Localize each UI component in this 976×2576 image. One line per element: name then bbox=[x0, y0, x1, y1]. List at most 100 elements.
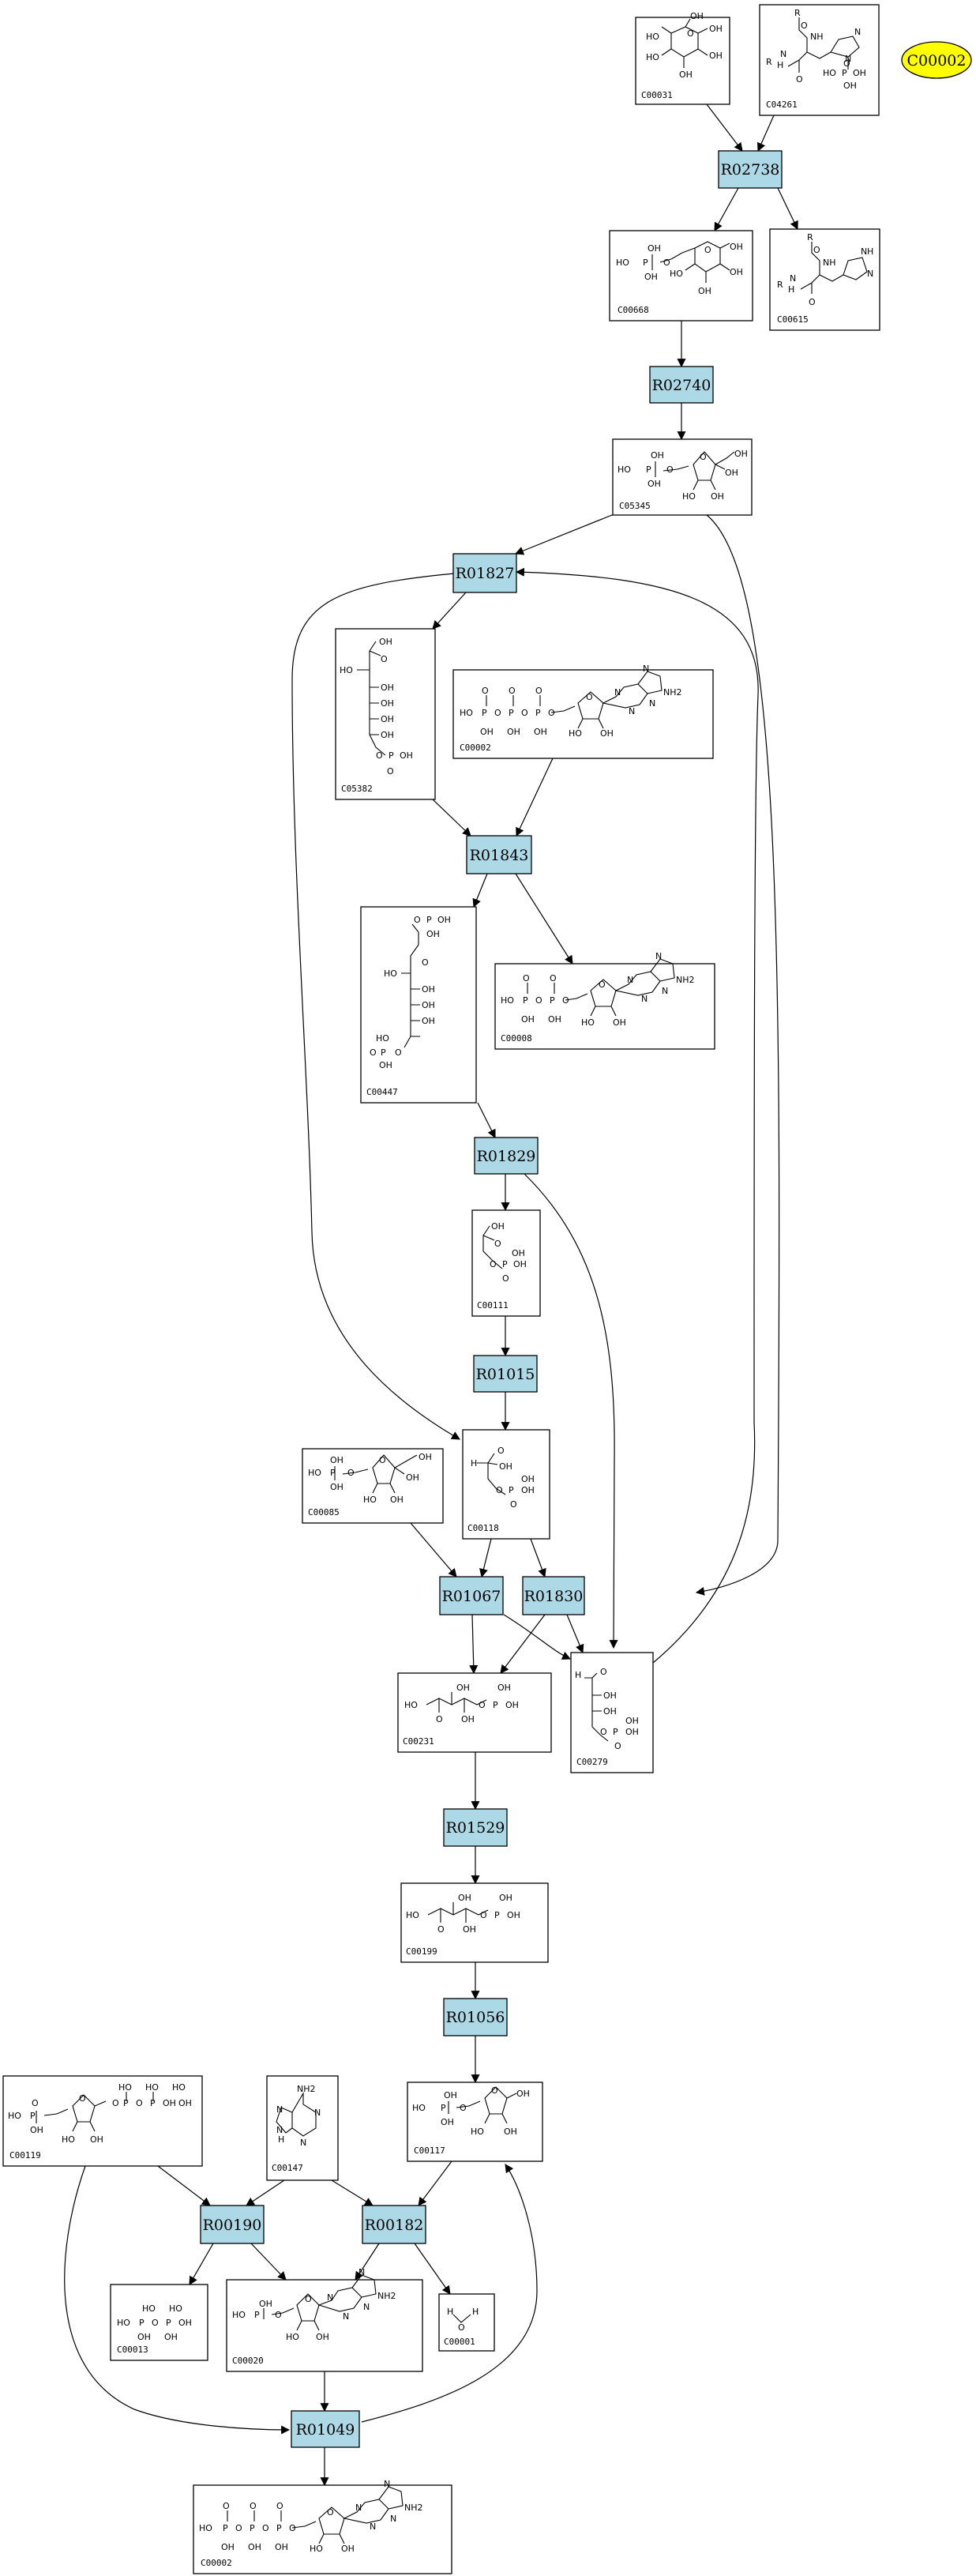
compound-c00002-bottom[interactable]: O O O HO P O P O P O OH OH OH O N NH2 N … bbox=[193, 2479, 452, 2574]
group-label: OH bbox=[734, 449, 748, 459]
reaction-r01843[interactable]: R01843 bbox=[466, 835, 532, 874]
compound-c00008[interactable]: O O HO P O P O OH OH O N NH2 N N N HO OH… bbox=[494, 951, 715, 1050]
group-label: OH bbox=[521, 1485, 535, 1495]
group-label: OH bbox=[709, 51, 723, 61]
group-label: R bbox=[794, 8, 801, 18]
reaction-r00190[interactable]: R00190 bbox=[200, 2205, 265, 2244]
reaction-r01829[interactable]: R01829 bbox=[474, 1137, 539, 1175]
group-label: OH bbox=[379, 637, 392, 647]
group-label: OH bbox=[600, 728, 614, 739]
compound-c00199[interactable]: OH OH HO O P OH O OH C00199 bbox=[400, 1882, 549, 1963]
edge-r01829-c00279 bbox=[524, 1173, 618, 1649]
compound-id: C00279 bbox=[576, 1757, 608, 1767]
group-label: P bbox=[842, 68, 847, 78]
group-label: P bbox=[426, 915, 432, 925]
reaction-r00182[interactable]: R00182 bbox=[362, 2205, 426, 2244]
group-label: N bbox=[343, 2311, 349, 2322]
edge-r01049-c00117 bbox=[361, 2164, 538, 2423]
compound-c00118[interactable]: O H OH O P OH OH O C00118 bbox=[462, 1429, 550, 1540]
reaction-r01056[interactable]: R01056 bbox=[443, 1998, 508, 2036]
reaction-r01529[interactable]: R01529 bbox=[443, 1808, 508, 1847]
compound-c00031[interactable]: HO OH O OH HO OH OH C00031 bbox=[635, 11, 730, 105]
group-label: OH bbox=[275, 2542, 288, 2552]
compound-c00231[interactable]: OH OH HO O P OH O OH C00231 bbox=[397, 1672, 552, 1753]
group-label: O bbox=[562, 995, 569, 1006]
reaction-r01827[interactable]: R01827 bbox=[452, 553, 517, 593]
reaction-r01015[interactable]: R01015 bbox=[473, 1355, 538, 1393]
group-label: OH bbox=[341, 2544, 355, 2554]
compound-id: C04261 bbox=[766, 100, 798, 110]
group-label: OH bbox=[381, 714, 394, 724]
compound-c05345[interactable]: OH HO P O OH O OH OH HO OH C05345 bbox=[612, 438, 753, 516]
ring-structure bbox=[334, 1454, 418, 1494]
group-label: OH bbox=[499, 1893, 512, 1903]
group-label: HO bbox=[62, 2134, 75, 2145]
group-label: O bbox=[395, 1047, 402, 1058]
group-label: O bbox=[437, 1924, 445, 1935]
reaction-r01049[interactable]: R01049 bbox=[291, 2410, 360, 2448]
group-label: OH bbox=[437, 915, 451, 925]
group-label: O bbox=[480, 1910, 487, 1920]
edge-r01067-c00279 bbox=[503, 1614, 572, 1660]
compound-c04261[interactable]: R O NH R N H O N N HO P OH O OH C04261 bbox=[759, 4, 880, 116]
compound-c00447[interactable]: O P OH OH O HO OH OH OH HO O P O OH C004… bbox=[360, 906, 477, 1104]
compound-c00119[interactable]: HO HO HO HO P O P O P OH O OH O OH HO OH… bbox=[2, 2075, 203, 2167]
group-label: HO bbox=[172, 2082, 186, 2093]
group-label: O bbox=[482, 686, 489, 696]
group-label: OH bbox=[480, 727, 494, 737]
group-label: P bbox=[223, 2523, 228, 2533]
group-label: HO bbox=[363, 1495, 377, 1505]
group-label: OH bbox=[725, 468, 738, 478]
group-label: HO bbox=[471, 2127, 484, 2137]
highlight-node-c00002[interactable]: C00002 bbox=[901, 41, 972, 79]
compound-c00615[interactable]: R O NH R N H O N H N C00615 bbox=[769, 228, 880, 331]
group-label: OH bbox=[248, 2542, 261, 2552]
group-label: O bbox=[262, 2523, 269, 2533]
compound-c00147[interactable]: NH2 N N N N H C00147 bbox=[266, 2075, 339, 2181]
group-label: O bbox=[112, 2098, 119, 2108]
group-label: OH bbox=[521, 1474, 535, 1484]
group-label: OH bbox=[651, 450, 664, 461]
compound-c00002-top[interactable]: O O O HO P O P O P O OH OH OH O N NH2 N … bbox=[452, 664, 714, 759]
group-label: O bbox=[599, 980, 606, 990]
group-label: O bbox=[494, 708, 501, 718]
compound-c00013[interactable]: HO HO HO P O P OH OH OH C00013 bbox=[110, 2284, 208, 2361]
reaction-r01067[interactable]: R01067 bbox=[439, 1576, 504, 1615]
edge-c00118-r01830 bbox=[530, 1538, 546, 1578]
group-label: O bbox=[843, 58, 850, 69]
group-label: OH bbox=[381, 730, 394, 740]
group-label: N bbox=[363, 2302, 370, 2312]
group-label: OH bbox=[644, 272, 658, 282]
compound-c00001[interactable]: H O H C00001 bbox=[438, 2293, 495, 2352]
group-label: P bbox=[381, 1047, 386, 1058]
group-label: N bbox=[854, 27, 861, 37]
compound-c00111[interactable]: OH O O P OH OH O C00111 bbox=[471, 1209, 541, 1317]
compound-c00668[interactable]: OH HO P O OH O OH HO OH OH C00668 bbox=[609, 230, 753, 322]
compound-c00279[interactable]: H O OH OH O P OH O OH C00279 bbox=[570, 1652, 654, 1773]
edge-r00182-c00001 bbox=[414, 2243, 451, 2295]
group-label: HO bbox=[569, 728, 582, 739]
group-label: OH bbox=[419, 1452, 432, 1462]
group-label: O bbox=[460, 2103, 467, 2113]
compound-c05382[interactable]: OH O HO OH OH OH OH O P OH O C05382 bbox=[335, 628, 436, 800]
group-label: N bbox=[384, 2479, 390, 2489]
reaction-r02740[interactable]: R02740 bbox=[649, 366, 714, 404]
group-label: P bbox=[254, 2310, 260, 2320]
group-label: P bbox=[276, 2523, 282, 2533]
reaction-r02738[interactable]: R02738 bbox=[718, 150, 783, 189]
group-label: O bbox=[600, 1727, 607, 1737]
group-label: HO bbox=[404, 1700, 418, 1710]
compound-c00085[interactable]: OH HO P O OH O OH OH HO OH C00085 bbox=[302, 1448, 444, 1524]
group-label: N bbox=[845, 54, 851, 64]
compound-id: C00118 bbox=[467, 1523, 499, 1533]
compound-id: C00199 bbox=[406, 1946, 437, 1957]
group-label: O bbox=[381, 654, 388, 664]
group-label: OH bbox=[381, 683, 394, 693]
compound-c00117[interactable]: OH HO P O O OH OH HO OH C00117 bbox=[407, 2081, 543, 2162]
reaction-r01830[interactable]: R01830 bbox=[522, 1576, 585, 1615]
group-label: OH bbox=[603, 1706, 617, 1717]
group-label: OH bbox=[390, 1495, 404, 1505]
group-label: O bbox=[32, 2098, 39, 2108]
compound-c00020[interactable]: OH HO P O O N NH2 N N N HO OH C00020 bbox=[226, 2267, 423, 2372]
group-label: OH bbox=[534, 727, 547, 737]
